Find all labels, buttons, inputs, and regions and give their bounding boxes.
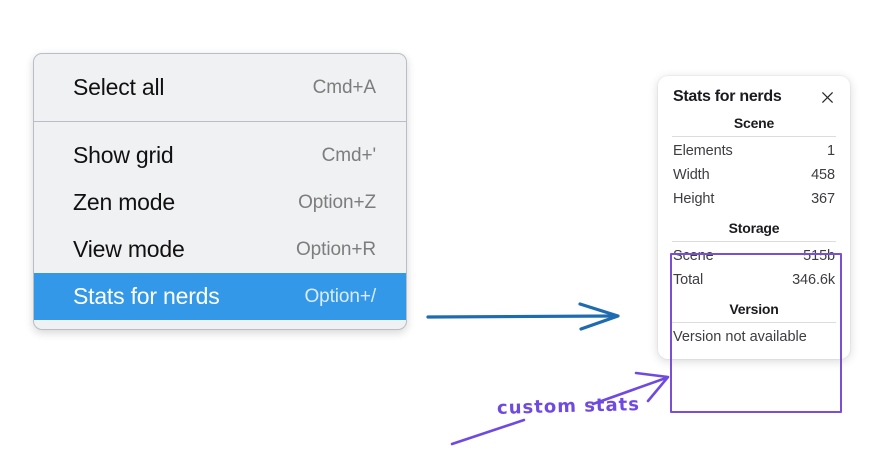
menu-item-shortcut: Option+Z <box>298 191 376 213</box>
menu-item-show-grid[interactable]: Show grid Cmd+' <box>34 132 406 179</box>
menu-group-primary: Select all Cmd+A <box>34 54 406 121</box>
stat-key: Elements <box>673 143 733 159</box>
menu-group-secondary: Show grid Cmd+' Zen mode Option+Z View m… <box>34 122 406 320</box>
section-title-scene: Scene <box>733 115 775 131</box>
menu-item-shortcut: Cmd+' <box>321 144 376 166</box>
panel-body: Scene Elements 1 Width 458 Height 367 St… <box>658 106 850 349</box>
annotation-label-custom-stats: custom stats <box>496 394 641 419</box>
stat-row-height: Height 367 <box>671 187 837 211</box>
panel-title: Stats for nerds <box>673 88 782 105</box>
section-title-storage: Storage <box>728 220 780 236</box>
stat-value: 458 <box>811 167 835 183</box>
menu-item-shortcut: Cmd+A <box>312 76 376 98</box>
section-divider <box>672 136 836 137</box>
stat-row-storage-scene: Scene 515b <box>671 244 837 268</box>
close-icon[interactable] <box>819 89 836 106</box>
flow-arrow-blue <box>426 302 620 331</box>
menu-item-label: Show grid <box>73 142 174 168</box>
stat-value: 367 <box>811 191 835 207</box>
menu-item-shortcut: Option+R <box>296 238 376 260</box>
stat-row-width: Width 458 <box>671 163 837 187</box>
menu-item-label: Stats for nerds <box>73 283 220 309</box>
menu-item-label: View mode <box>73 236 185 262</box>
stat-row-elements: Elements 1 <box>671 139 837 163</box>
menu-item-select-all[interactable]: Select all Cmd+A <box>34 64 406 111</box>
stats-for-nerds-panel: Stats for nerds Scene Elements 1 Width 4… <box>658 76 850 359</box>
stat-key: Scene <box>673 248 714 264</box>
menu-item-label: Select all <box>73 74 165 100</box>
menu-item-zen-mode[interactable]: Zen mode Option+Z <box>34 179 406 226</box>
stat-key: Width <box>673 167 710 183</box>
menu-item-view-mode[interactable]: View mode Option+R <box>34 226 406 273</box>
section-divider <box>672 241 836 242</box>
stat-value: 515b <box>803 248 835 264</box>
stat-key: Height <box>673 191 715 207</box>
menu-item-shortcut: Option+/ <box>304 285 376 307</box>
annotation-underline-purple <box>450 418 526 446</box>
section-divider <box>672 322 836 323</box>
menu-item-stats-for-nerds[interactable]: Stats for nerds Option+/ <box>34 273 406 320</box>
menu-item-label: Zen mode <box>73 189 175 215</box>
panel-header: Stats for nerds <box>658 86 850 106</box>
stat-value: 346.6k <box>792 272 835 288</box>
menu-separator <box>34 121 406 122</box>
version-value: Version not available <box>673 329 807 345</box>
context-menu[interactable]: Select all Cmd+A Show grid Cmd+' Zen mod… <box>33 53 407 330</box>
stat-key: Total <box>673 272 704 288</box>
stat-value: 1 <box>827 143 835 159</box>
stat-row-storage-total: Total 346.6k <box>671 268 837 292</box>
section-title-version: Version <box>729 301 779 317</box>
